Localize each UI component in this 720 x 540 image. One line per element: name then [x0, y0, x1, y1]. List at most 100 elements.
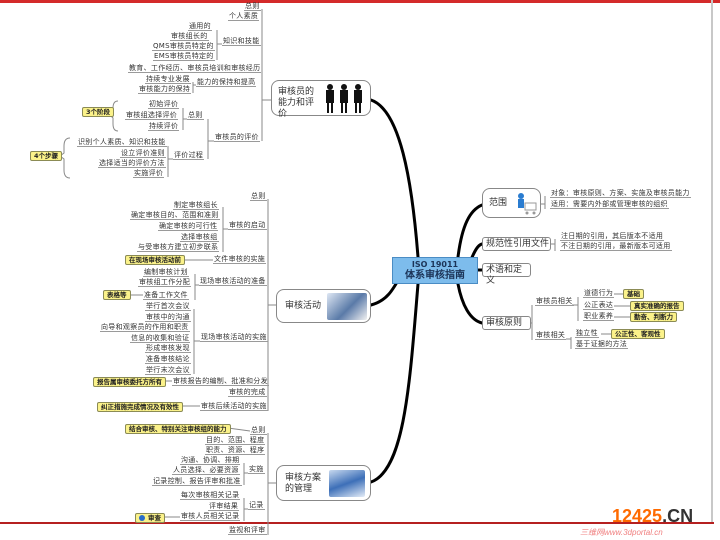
label-onsite-item[interactable]: 举行首次会议: [145, 302, 191, 311]
label-records-item[interactable]: 审核人员相关记录: [180, 512, 241, 521]
badge-steps[interactable]: 4个步骤: [30, 151, 63, 161]
frame-right-border: [711, 0, 713, 524]
badge-followup[interactable]: 纠正措施完成情况及有效性: [97, 402, 183, 412]
node-competence[interactable]: 审核员的能力和评价: [271, 80, 371, 119]
label-knowledge-item[interactable]: 审核组长的: [170, 32, 209, 41]
label-records-item[interactable]: 每次审核相关记录: [180, 491, 241, 500]
label-prep-item[interactable]: 审核组工作分配: [138, 278, 192, 287]
label-process[interactable]: 评价过程: [173, 151, 205, 160]
watermark-tld: .CN: [662, 506, 694, 526]
label-prep-item[interactable]: 编制审核计划: [143, 268, 189, 277]
badge-program-general[interactable]: 结合审核、特别关注审核组的能力: [125, 424, 231, 434]
branch-curve-principles: [456, 282, 484, 325]
central-topic[interactable]: ISO 19011 体系审核指南: [392, 257, 478, 284]
label-process-item[interactable]: 实施评价: [133, 169, 165, 178]
label-general[interactable]: 总则: [250, 192, 267, 201]
label-onsite-item[interactable]: 审核中的沟通: [145, 313, 191, 322]
label-start-item[interactable]: 制定审核组长: [173, 201, 219, 210]
label-start[interactable]: 审核的启动: [228, 221, 267, 230]
badge-principle[interactable]: 公正性、客观性: [611, 329, 665, 339]
label-onsite-item[interactable]: 准备审核结论: [145, 355, 191, 364]
label-knowledge-item[interactable]: 通用的: [188, 22, 212, 31]
watermark-sub: 三维网www.3dportal.cn: [580, 528, 663, 537]
badge-stages[interactable]: 3个阶段: [82, 107, 115, 117]
label-onsite-item[interactable]: 向导和观察员的作用和职责: [100, 323, 190, 332]
label-evaluation[interactable]: 审核员的评价: [214, 133, 260, 142]
label-maintain[interactable]: 能力的保持和提高: [196, 78, 257, 87]
branch-curve-competence: [369, 98, 420, 259]
label-start-item[interactable]: 选择审核组: [180, 233, 219, 242]
frame-top-border: [0, 0, 720, 3]
label-general[interactable]: 总则: [250, 426, 267, 435]
label-reference-item[interactable]: 注日期的引用，其后版本不适用: [560, 232, 665, 241]
label-process-item[interactable]: 选择适当的评价方法: [98, 159, 166, 168]
label-start-item[interactable]: 与受审核方建立初步联系: [137, 243, 220, 252]
label-records[interactable]: 记录: [248, 501, 265, 510]
label-principle-item[interactable]: 职业素养: [583, 312, 615, 321]
label-process-item[interactable]: 设立评价准则: [120, 149, 166, 158]
node-principles[interactable]: 审核原则: [482, 316, 531, 330]
label-experience[interactable]: 教育、工作经历、审核员培训和审核经历: [128, 64, 262, 73]
label-personal-quality[interactable]: 个人素质: [228, 12, 260, 21]
badge-principle[interactable]: 基础: [623, 289, 644, 299]
label-auditor-related[interactable]: 审核员相关: [535, 297, 574, 306]
node-program[interactable]: 审核方案的管理: [276, 465, 371, 501]
label-maintain-item[interactable]: 审核能力的保持: [138, 85, 192, 94]
badge-principle[interactable]: 勤奋、判断力: [630, 312, 677, 322]
label-onsite-item[interactable]: 举行末次会议: [145, 366, 191, 375]
label-audit-related[interactable]: 审核相关: [535, 331, 567, 340]
badge-report[interactable]: 报告属审核委托方所有: [93, 377, 166, 387]
node-competence-label: 审核员的能力和评价: [278, 87, 315, 119]
label-reference-item[interactable]: 不注日期的引用，最新版本可适用: [560, 242, 672, 251]
node-principles-label: 审核原则: [486, 318, 523, 328]
label-implement-item[interactable]: 人员选择、必要资源: [172, 466, 240, 475]
label-implement-item[interactable]: 记录控制、报告评审和批准: [152, 477, 242, 486]
label-onsite-item[interactable]: 形成审核发现: [145, 344, 191, 353]
label-knowledge[interactable]: 知识和技能: [222, 37, 261, 46]
badge-forms[interactable]: 表格等: [103, 290, 131, 300]
label-monitor[interactable]: 监视和评审: [228, 526, 267, 535]
badge-doc-review[interactable]: 在现场审核活动前: [125, 255, 185, 265]
label-report[interactable]: 审核报告的编制、批准和分发: [172, 377, 269, 386]
label-eval-general[interactable]: 总则: [187, 111, 204, 120]
label-start-item[interactable]: 确定审核目的、范围和准则: [130, 211, 220, 220]
label-principle-item[interactable]: 独立性: [575, 329, 599, 338]
frame-bottom-border: [0, 522, 714, 524]
branch-curve-program: [369, 282, 420, 484]
label-knowledge-item[interactable]: EMS审核员特定的: [153, 52, 215, 61]
label-principle-item[interactable]: 公正表达: [583, 301, 615, 310]
help-circle-icon: [139, 515, 145, 521]
person-cart-icon: [518, 193, 537, 215]
label-doc-review[interactable]: 文件审核的实施: [213, 255, 267, 264]
label-eval-item[interactable]: 审核组选择评价: [125, 111, 179, 120]
label-prep-item[interactable]: 准备工作文件: [143, 291, 189, 300]
node-terms[interactable]: 术语和定义: [482, 263, 531, 286]
label-start-item[interactable]: 确定审核的可行性: [158, 222, 219, 231]
label-scope-item[interactable]: 对象：审核原则、方案、实施及审核员能力: [550, 189, 691, 198]
node-scope[interactable]: 范围: [482, 188, 541, 218]
label-eval-item[interactable]: 持续评价: [148, 122, 180, 131]
label-principle-item[interactable]: 道德行为: [583, 289, 615, 298]
badge-review[interactable]: 审查: [135, 513, 165, 523]
node-references[interactable]: 规范性引用文件: [482, 237, 551, 251]
label-principle-item[interactable]: 基于证据的方法: [575, 340, 629, 349]
label-maintain-item[interactable]: 持续专业发展: [145, 75, 191, 84]
label-onsite[interactable]: 现场审核活动的实施: [200, 333, 268, 342]
label-prep[interactable]: 现场审核活动的准备: [199, 277, 267, 286]
label-onsite-item[interactable]: 信息的收集和验证: [130, 334, 191, 343]
label-records-item[interactable]: 评审结果: [208, 502, 240, 511]
label-program-item[interactable]: 目的、范围、程度: [205, 436, 266, 445]
label-scope-item[interactable]: 适用：需要内外部或管理审核的组织: [550, 200, 669, 209]
label-process-item[interactable]: 识别个人素质、知识和技能: [77, 138, 167, 147]
badge-principle[interactable]: 真实准确的报告: [630, 301, 684, 311]
label-complete[interactable]: 审核的完成: [228, 388, 267, 397]
label-implement-item[interactable]: 沟通、协调、排期: [180, 456, 241, 465]
label-implement[interactable]: 实施: [248, 465, 265, 474]
label-general[interactable]: 总则: [244, 2, 261, 11]
label-eval-item[interactable]: 初始评价: [148, 100, 180, 109]
label-knowledge-item[interactable]: QMS审核员特定的: [152, 42, 215, 51]
label-followup[interactable]: 审核后续活动的实施: [200, 402, 268, 411]
label-program-item[interactable]: 职责、资源、程序: [205, 446, 266, 455]
node-activities[interactable]: 审核活动: [276, 289, 371, 323]
